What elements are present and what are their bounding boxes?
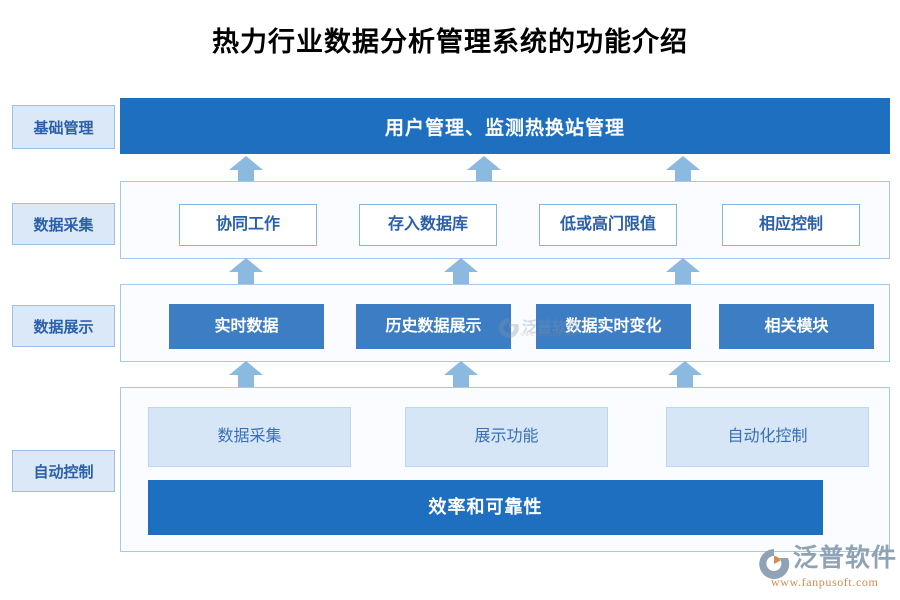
- stage-label-auto-control: 自动控制: [12, 450, 115, 492]
- node-data-collection-1[interactable]: 存入数据库: [359, 204, 497, 246]
- fanpu-swirl-icon: [757, 547, 791, 581]
- stage-label-data-display: 数据展示: [12, 305, 115, 347]
- node-data-collection-2[interactable]: 低或高门限值: [539, 204, 677, 246]
- node-data-display-3[interactable]: 相关模块: [719, 304, 874, 349]
- arrow-up-icon: [443, 360, 479, 390]
- node-data-display-2[interactable]: 数据实时变化: [536, 304, 691, 349]
- node-data-collection-0[interactable]: 协同工作: [179, 204, 317, 246]
- arrow-up-icon: [228, 257, 264, 287]
- node-auto-control-1[interactable]: 展示功能: [405, 407, 608, 467]
- brand-name: 泛普软件: [793, 545, 898, 572]
- node-data-collection-3[interactable]: 相应控制: [722, 204, 860, 246]
- data-display-panel: 实时数据 历史数据展示 数据实时变化 相关模块: [120, 284, 890, 362]
- arrow-up-icon: [443, 257, 479, 287]
- arrow-up-icon: [665, 155, 701, 185]
- node-auto-control-2[interactable]: 自动化控制: [666, 407, 869, 467]
- data-collection-panel: 协同工作 存入数据库 低或高门限值 相应控制: [120, 181, 890, 259]
- stage-label-basic-management: 基础管理: [12, 105, 115, 149]
- arrow-up-icon: [466, 155, 502, 185]
- arrow-up-icon: [667, 360, 703, 390]
- stage-label-data-collection: 数据采集: [12, 203, 115, 245]
- basic-management-bar[interactable]: 用户管理、监测热换站管理: [120, 98, 890, 154]
- node-data-display-1[interactable]: 历史数据展示: [356, 304, 511, 349]
- brand-url: www.fanpusoft.com: [771, 575, 879, 589]
- arrow-up-icon: [228, 155, 264, 185]
- node-data-display-0[interactable]: 实时数据: [169, 304, 324, 349]
- auto-control-panel: 数据采集 展示功能 自动化控制 效率和可靠性: [120, 387, 890, 552]
- node-auto-control-0[interactable]: 数据采集: [148, 407, 351, 467]
- arrow-up-icon: [665, 257, 701, 287]
- brand-logo: 泛普软件 www.fanpusoft.com: [757, 545, 897, 593]
- arrow-up-icon: [228, 360, 264, 390]
- auto-control-summary-bar[interactable]: 效率和可靠性: [148, 480, 823, 535]
- page-title: 热力行业数据分析管理系统的功能介绍: [212, 27, 688, 57]
